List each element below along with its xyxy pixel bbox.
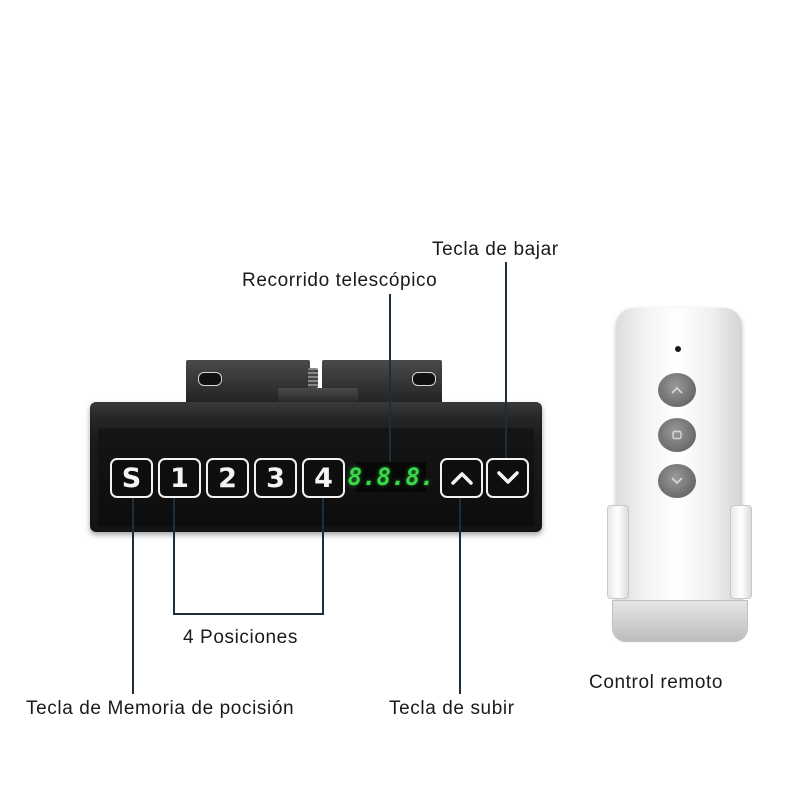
remote-holder-right bbox=[730, 505, 752, 599]
memory-key-s[interactable]: S bbox=[110, 458, 153, 498]
callout-line-subir bbox=[459, 498, 461, 694]
down-key[interactable] bbox=[486, 458, 529, 498]
label-subir: Tecla de subir bbox=[389, 698, 515, 719]
up-key[interactable] bbox=[440, 458, 483, 498]
callout-bracket-left bbox=[173, 498, 175, 614]
remote-down-button[interactable] bbox=[658, 464, 696, 498]
position-key-2[interactable]: 2 bbox=[206, 458, 249, 498]
remote-stop-button[interactable] bbox=[658, 418, 696, 452]
callout-bracket-bottom bbox=[173, 613, 324, 615]
label-tecla-bajar: Tecla de bajar bbox=[432, 239, 559, 260]
bracket-screw bbox=[308, 368, 318, 388]
remote-up-button[interactable] bbox=[658, 373, 696, 407]
label-recorrido: Recorrido telescópico bbox=[242, 270, 438, 291]
remote-holder-left bbox=[607, 505, 629, 599]
bracket-slot bbox=[198, 372, 222, 386]
position-key-3[interactable]: 3 bbox=[254, 458, 297, 498]
remote-led bbox=[675, 346, 681, 352]
position-key-1[interactable]: 1 bbox=[158, 458, 201, 498]
chevron-down-icon bbox=[496, 471, 519, 484]
chevron-down-icon bbox=[671, 477, 683, 485]
position-key-4[interactable]: 4 bbox=[302, 458, 345, 498]
bracket-slot bbox=[412, 372, 436, 386]
callout-line-recorrido bbox=[389, 294, 391, 462]
label-remoto: Control remoto bbox=[589, 672, 724, 693]
label-memoria: Tecla de Memoria de pocisión bbox=[26, 698, 295, 719]
chevron-up-icon bbox=[671, 386, 683, 394]
callout-line-memoria bbox=[132, 498, 134, 694]
remote-base bbox=[612, 600, 748, 642]
height-display: 8.8.8. bbox=[347, 462, 435, 492]
callout-bracket-right bbox=[322, 498, 324, 614]
label-posiciones: 4 Posiciones bbox=[183, 627, 298, 648]
callout-line-bajar bbox=[505, 262, 507, 458]
chevron-up-icon bbox=[450, 472, 473, 485]
stop-icon bbox=[672, 430, 682, 440]
mount-bracket-center bbox=[278, 388, 358, 406]
